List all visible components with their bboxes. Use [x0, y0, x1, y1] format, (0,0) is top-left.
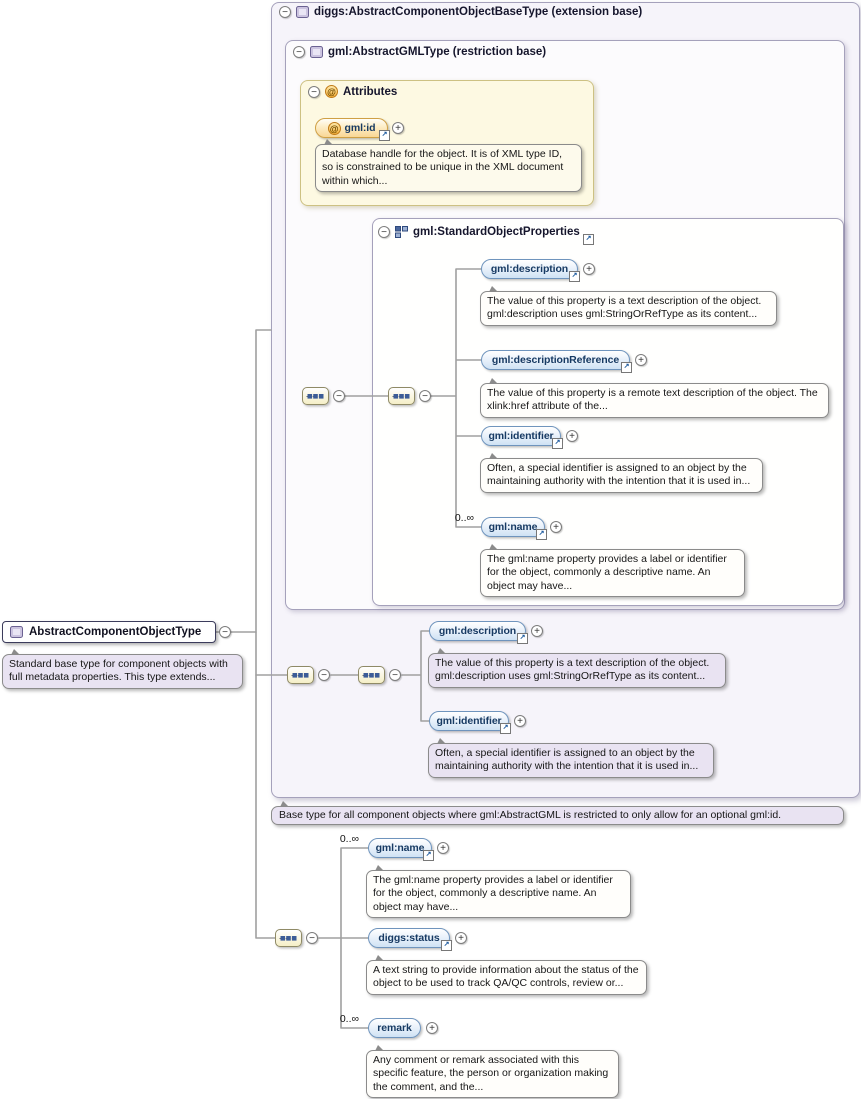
sequence-compositor-icon[interactable] — [302, 387, 329, 405]
annotation-gml-id: Database handle for the object. It is of… — [315, 139, 582, 192]
sequence-glyph — [362, 672, 381, 678]
annotation-gml-name: The gml:name property provides a label o… — [366, 865, 631, 918]
attribute-gml-id[interactable]: @ gml:id ↗ — [315, 118, 390, 141]
cardinality-label: 0..∞ — [339, 1013, 359, 1025]
annotation-main-element: Standard base type for component objects… — [2, 649, 243, 689]
element-label: diggs:status — [378, 932, 440, 944]
container-title: gml:AbstractGMLType (restriction base) — [328, 46, 547, 58]
expand-button[interactable]: + — [550, 521, 562, 533]
element-gml-identifier[interactable]: gml:identifier ↗ — [429, 711, 511, 734]
complex-type-icon — [10, 626, 23, 638]
element-label: gml:description — [438, 625, 517, 637]
element-gml-description[interactable]: gml:description ↗ — [481, 259, 580, 282]
cardinality-label: 0..∞ — [339, 833, 359, 845]
jump-to-definition-icon[interactable]: ↗ — [441, 940, 452, 951]
gml-type-header: − gml:AbstractGMLType (restriction base) — [293, 46, 546, 58]
jump-to-definition-icon[interactable]: ↗ — [552, 438, 563, 449]
sequence-glyph — [306, 393, 325, 399]
annotation-gml-identifier: Often, a special identifier is assigned … — [480, 453, 763, 493]
complex-type-icon — [310, 46, 323, 58]
model-group-icon — [395, 226, 408, 238]
annotation-gml-description-reference: The value of this property is a remote t… — [480, 378, 829, 418]
element-label: gml:identifier — [488, 430, 554, 442]
expand-button[interactable]: + — [392, 122, 404, 134]
collapse-button[interactable]: − — [308, 85, 320, 98]
collapse-button[interactable]: − — [389, 669, 401, 681]
element-gml-identifier[interactable]: gml:identifier ↗ — [481, 426, 563, 449]
element-label: gml:descriptionReference — [491, 354, 620, 366]
jump-to-definition-icon[interactable]: ↗ — [500, 723, 511, 734]
base-type-header: − diggs:AbstractComponentObjectBaseType … — [279, 6, 642, 18]
cardinality-label: 0..∞ — [454, 512, 474, 524]
annotation-gml-description: The value of this property is a text des… — [428, 648, 726, 688]
collapse-button[interactable]: − — [279, 6, 291, 18]
main-element-label: AbstractComponentObjectType — [29, 626, 202, 638]
element-remark[interactable]: remark — [368, 1018, 421, 1038]
group-title: gml:StandardObjectProperties — [413, 226, 580, 238]
jump-to-definition-icon[interactable]: ↗ — [621, 362, 632, 373]
annotation-gml-identifier: Often, a special identifier is assigned … — [428, 738, 714, 778]
collapse-button[interactable]: − — [333, 390, 345, 402]
expand-button[interactable]: + — [566, 430, 578, 442]
sequence-glyph — [279, 935, 298, 941]
element-gml-description[interactable]: gml:description ↗ — [429, 621, 528, 644]
annotation-remark: Any comment or remark associated with th… — [366, 1045, 619, 1098]
complex-type-icon — [296, 6, 309, 18]
annotation-diggs-status: A text string to provide information abo… — [366, 955, 647, 995]
collapse-button[interactable]: − — [219, 626, 231, 638]
element-diggs-status[interactable]: diggs:status ↗ — [368, 928, 452, 951]
element-label: remark — [377, 1022, 412, 1034]
collapse-button[interactable]: − — [318, 669, 330, 681]
element-label: gml:name — [488, 521, 538, 533]
attributes-title: Attributes — [343, 85, 398, 98]
attribute-icon: @ — [327, 121, 341, 135]
element-gml-description-reference[interactable]: gml:descriptionReference ↗ — [481, 350, 632, 373]
sequence-glyph — [291, 672, 310, 678]
collapse-button[interactable]: − — [306, 932, 318, 944]
sequence-compositor-icon[interactable] — [287, 666, 314, 684]
standard-properties-header: − gml:StandardObjectProperties — [378, 226, 580, 238]
expand-button[interactable]: + — [426, 1022, 438, 1034]
element-abstract-component-object-type[interactable]: AbstractComponentObjectType — [2, 621, 216, 643]
expand-button[interactable]: + — [635, 354, 647, 366]
jump-to-definition-icon[interactable]: ↗ — [569, 271, 580, 282]
expand-button[interactable]: + — [437, 842, 449, 854]
expand-button[interactable]: + — [514, 715, 526, 727]
attributes-header: − @ Attributes — [308, 85, 397, 98]
sequence-compositor-icon[interactable] — [388, 387, 415, 405]
jump-to-definition-icon[interactable]: ↗ — [379, 130, 390, 141]
jump-to-definition-icon[interactable]: ↗ — [583, 234, 594, 245]
expand-button[interactable]: + — [583, 263, 595, 275]
element-label: gml:description — [490, 263, 569, 275]
container-title: diggs:AbstractComponentObjectBaseType (e… — [314, 6, 643, 18]
jump-to-definition-icon[interactable]: ↗ — [423, 850, 434, 861]
element-gml-name[interactable]: gml:name ↗ — [481, 517, 547, 540]
element-gml-name[interactable]: gml:name ↗ — [368, 838, 434, 861]
expand-button[interactable]: + — [531, 625, 543, 637]
collapse-button[interactable]: − — [293, 46, 305, 58]
collapse-button[interactable]: − — [419, 390, 431, 402]
element-label: gml:identifier — [436, 715, 502, 727]
jump-to-definition-icon[interactable]: ↗ — [536, 529, 547, 540]
annotation-base-type: Base type for all component objects wher… — [271, 800, 844, 826]
jump-to-definition-icon[interactable]: ↗ — [517, 633, 528, 644]
attribute-icon: @ — [325, 85, 338, 98]
annotation-gml-description: The value of this property is a text des… — [480, 286, 777, 326]
expand-button[interactable]: + — [455, 932, 467, 944]
annotation-gml-name: The gml:name property provides a label o… — [480, 544, 745, 597]
collapse-button[interactable]: − — [378, 226, 390, 238]
element-label: gml:name — [375, 842, 425, 854]
sequence-compositor-icon[interactable] — [358, 666, 385, 684]
sequence-glyph — [392, 393, 411, 399]
attribute-label: gml:id — [344, 122, 376, 134]
sequence-compositor-icon[interactable] — [275, 929, 302, 947]
